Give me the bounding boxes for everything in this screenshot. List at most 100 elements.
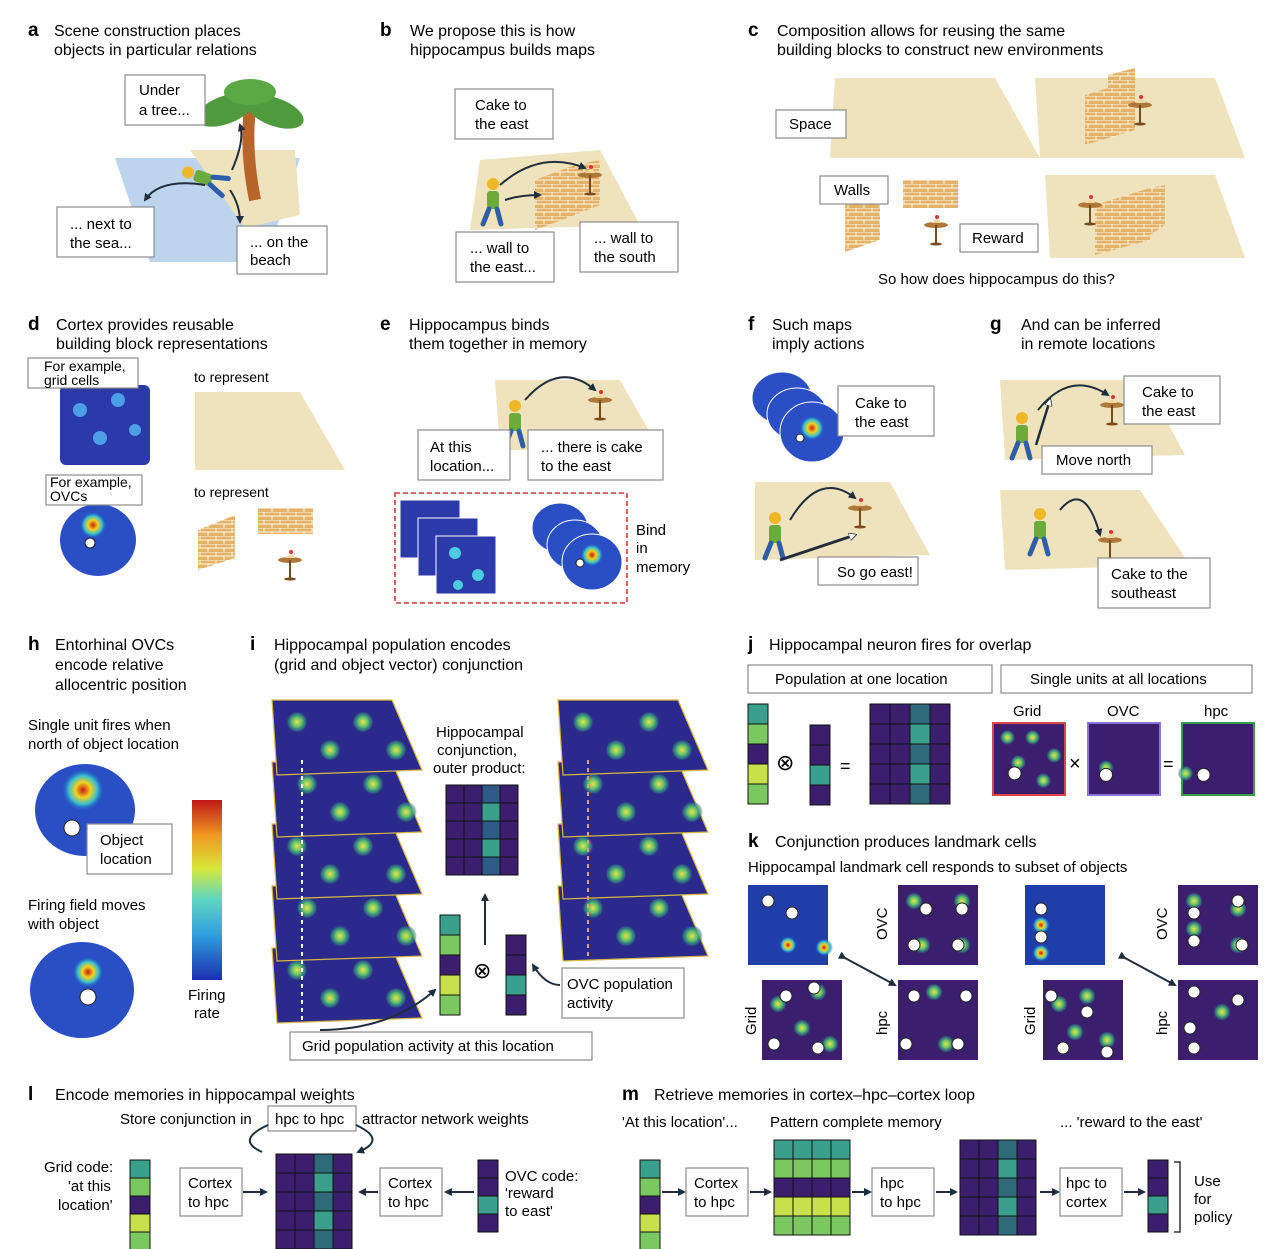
object-marker: [919, 902, 933, 916]
firing-field: [793, 1019, 811, 1037]
matrix-cell: [313, 1172, 334, 1193]
object-marker: [79, 988, 97, 1006]
panel-f-letter: f: [748, 314, 755, 335]
label-text: OVC: [1107, 703, 1140, 720]
vector-cell: [505, 994, 527, 1016]
matrix-cell: [332, 1153, 353, 1174]
matrix-cell: [463, 802, 483, 822]
object-marker: [1196, 767, 1211, 782]
label-text: Object: [100, 832, 144, 849]
label-text: outer product:: [433, 760, 526, 777]
firing-field: [286, 959, 308, 981]
conjunction-matrix: [445, 784, 519, 876]
panel-k: k Conjunction produces landmark cells Hi…: [743, 831, 1258, 1060]
matrix-cell: [959, 1139, 980, 1160]
label-text: Grid: [1022, 1007, 1039, 1035]
matrix-cell: [830, 1158, 851, 1179]
firing-field: [605, 863, 627, 885]
label-text: ... there is cake: [541, 439, 643, 456]
double-arrow-icon: [837, 951, 897, 986]
firing-field: [395, 801, 417, 823]
label-text: to hpc: [188, 1194, 229, 1211]
label-text: 'at this: [68, 1178, 111, 1195]
firing-field: [1035, 772, 1052, 789]
matrix-cell: [332, 1172, 353, 1193]
object-marker: [1044, 989, 1058, 1003]
matrix-cell: [909, 743, 931, 765]
matrix-cell: [463, 838, 483, 858]
matrix-cell: [997, 1139, 1018, 1160]
firing-field: [385, 863, 407, 885]
panel-a-title-2: objects in particular relations: [54, 42, 257, 59]
matrix-cell: [332, 1229, 353, 1249]
matrix-cell: [773, 1215, 794, 1236]
outer-product-icon: ⊗: [473, 958, 491, 983]
firing-field: [1078, 987, 1096, 1005]
label-box-reward: [959, 223, 1039, 253]
firing-field: [329, 801, 351, 823]
label-text: Cake to: [1142, 384, 1194, 401]
vector-cell: [477, 1213, 499, 1233]
matrix-cell: [811, 1196, 832, 1217]
label-text: Grid population activity at this locatio…: [302, 1038, 554, 1055]
label-text: So go east!: [837, 564, 913, 581]
matrix-cell: [499, 838, 519, 858]
label-box-walls: [819, 175, 889, 205]
wall-icon: [845, 190, 880, 252]
vector-cell: [439, 994, 461, 1016]
label-text: Firing: [188, 987, 226, 1004]
matrix-cell: [1016, 1158, 1037, 1179]
matrix-cell: [792, 1139, 813, 1160]
panel-g-letter: g: [990, 314, 1002, 335]
label-text: Cake to: [475, 97, 527, 114]
vector-cell: [639, 1195, 661, 1215]
matrix-cell: [313, 1153, 334, 1174]
label-text: 'At this location'...: [622, 1114, 738, 1131]
matrix-cell: [481, 784, 501, 804]
grid-vector: [639, 1159, 661, 1249]
object-marker: [1231, 993, 1245, 1007]
matrix-cell: [481, 856, 501, 876]
matrix-cell: [909, 763, 931, 785]
label-box-c2h: [179, 1167, 243, 1217]
label-text: hpc: [880, 1175, 905, 1192]
panel-k-title: Conjunction produces landmark cells: [775, 834, 1036, 851]
object-marker: [1183, 1021, 1197, 1035]
object-marker: [907, 989, 921, 1003]
label-box-cake: [837, 385, 935, 437]
space-plane: [830, 78, 1040, 158]
panel-d-letter: d: [28, 314, 40, 335]
completed-matrix: [959, 1139, 1037, 1236]
colorbar: [192, 800, 222, 980]
label-text: to the east: [541, 458, 612, 475]
firing-field: [1185, 920, 1203, 938]
label-box-cake: [527, 429, 664, 481]
label-text: Firing field moves: [28, 897, 146, 914]
vector-cell: [439, 974, 461, 996]
landmark-maps: [748, 885, 1258, 1060]
matrix-cell: [792, 1196, 813, 1217]
matrix-cell: [959, 1196, 980, 1217]
matrix-cell: [889, 763, 911, 785]
label-text: OVC: [874, 907, 891, 940]
firing-field: [925, 983, 943, 1001]
matrix-cell: [773, 1139, 794, 1160]
table-icon: [923, 214, 949, 247]
object-marker: [63, 819, 81, 837]
matrix-cell: [811, 1177, 832, 1198]
label-box-object: [86, 823, 173, 875]
vector-cell: [747, 743, 769, 765]
firing-field: [1185, 892, 1203, 910]
firing-field: [815, 938, 833, 957]
palm-trunk: [242, 107, 261, 202]
firing-field: [572, 835, 594, 857]
label-box-h2c: [1059, 1167, 1123, 1217]
matrix-cell: [811, 1215, 832, 1236]
label-text: to represent: [194, 369, 269, 385]
label-box-grid: [27, 357, 139, 389]
label-text: ... 'reward to the east': [1060, 1114, 1203, 1131]
label-text: policy: [1194, 1209, 1233, 1226]
grid-vector: [747, 703, 769, 805]
firing-field: [1066, 1023, 1084, 1041]
ovc-vector: [1147, 1159, 1169, 1233]
